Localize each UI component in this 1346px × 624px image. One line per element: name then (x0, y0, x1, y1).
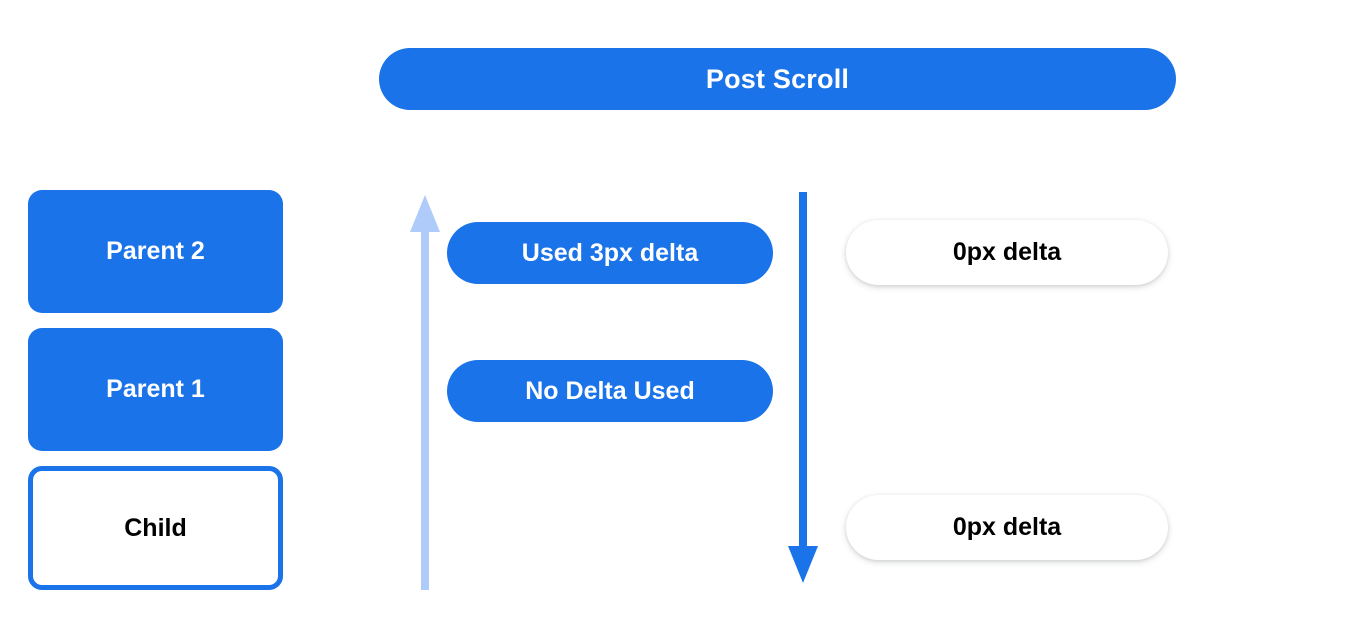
post-scroll-banner: Post Scroll (379, 48, 1176, 110)
consumed-delta-pill-no-delta: No Delta Used (447, 360, 773, 422)
scroll-down-arrow-icon (788, 192, 818, 583)
remaining-delta-pill-top: 0px delta (846, 220, 1168, 285)
scroll-box-parent-2: Parent 2 (28, 190, 283, 313)
scroll-box-child-label: Child (124, 513, 187, 542)
post-scroll-banner-label: Post Scroll (705, 63, 850, 94)
scroll-box-child: Child (28, 466, 283, 590)
scroll-box-parent-2-label: Parent 2 (106, 237, 205, 265)
remaining-delta-pill-top-label: 0px delta (952, 238, 1062, 266)
consumed-delta-pill-no-delta-label: No Delta Used (525, 376, 695, 405)
consumed-delta-pill-used-3px: Used 3px delta (447, 222, 773, 284)
scroll-up-arrow-icon (410, 195, 440, 590)
remaining-delta-pill-bottom: 0px delta (846, 495, 1168, 560)
remaining-delta-pill-bottom-label: 0px delta (952, 513, 1062, 541)
scroll-box-parent-1-label: Parent 1 (106, 375, 205, 403)
consumed-delta-pill-used-3px-label: Used 3px delta (521, 238, 699, 267)
scroll-box-parent-1: Parent 1 (28, 328, 283, 451)
